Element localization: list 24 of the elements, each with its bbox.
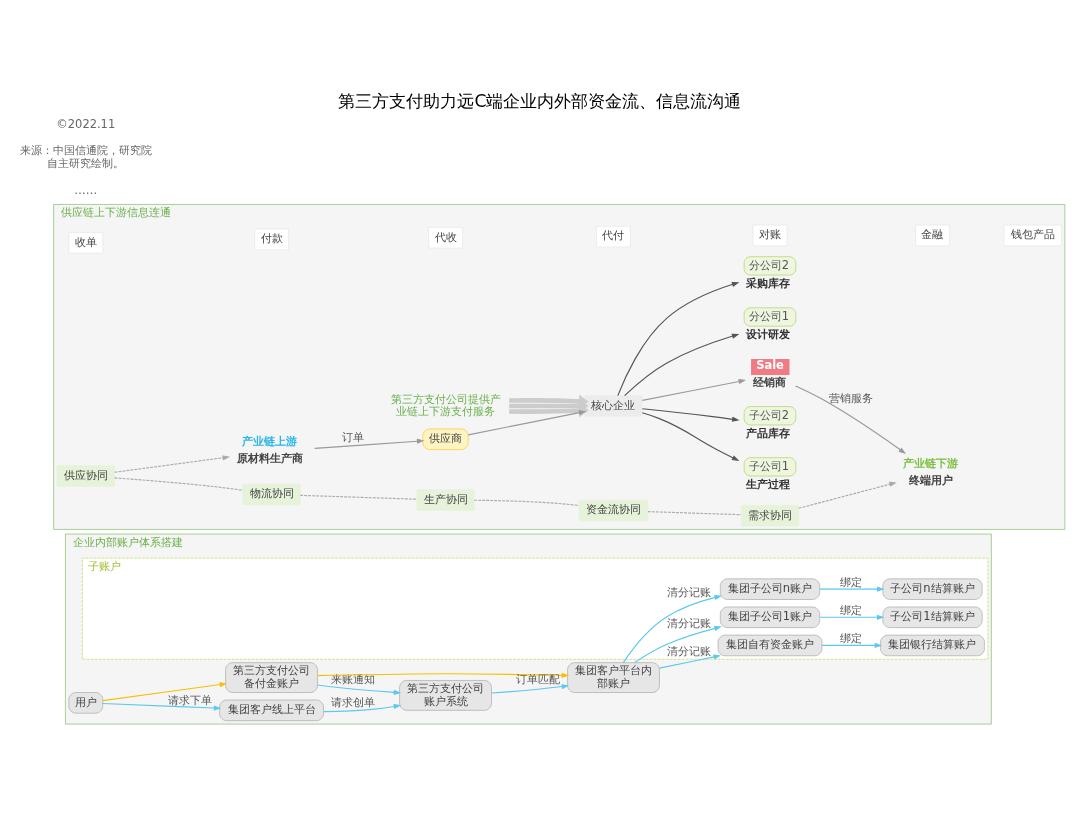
edge-label: 请求创单 bbox=[330, 695, 375, 709]
diagram-title: 第三方支付助力远C端企业内外部资金流、信息流沟通 bbox=[338, 91, 742, 112]
node-label: 产品库存 bbox=[746, 425, 791, 440]
node-label: 设计研发 bbox=[746, 327, 791, 342]
node-label: 生产过程 bbox=[746, 477, 791, 492]
edge-label: 来账通知 bbox=[330, 673, 375, 687]
edge-label: 营销服务 bbox=[829, 391, 874, 405]
edge-label: 清分记账 bbox=[666, 644, 711, 658]
node-label: 采购库存 bbox=[746, 276, 791, 291]
label: ©2022.11 bbox=[56, 117, 116, 132]
node-text: 产业链上游 原材料生产商 bbox=[236, 434, 303, 466]
label: 来源：中国信通院，研究院自主研究绘制。 bbox=[19, 143, 152, 171]
edge-label: 订单 bbox=[341, 431, 364, 445]
edge-label: 请求下单 bbox=[168, 693, 213, 707]
edge-label: 订单匹配 bbox=[516, 673, 561, 687]
edge-label: 绑定 bbox=[840, 632, 863, 646]
edge-label: 清分记账 bbox=[666, 586, 711, 600]
node-label: 经销商 bbox=[752, 375, 786, 390]
node-text: 第三方支付公司提供产业链上下游支付服务 bbox=[390, 391, 501, 419]
node-text: 产业链下游 终端用户 bbox=[903, 455, 959, 488]
edge-label: 清分记账 bbox=[666, 617, 711, 631]
label: …… bbox=[74, 182, 98, 197]
edge-label: 绑定 bbox=[840, 575, 863, 589]
edge-label: 绑定 bbox=[840, 603, 863, 617]
